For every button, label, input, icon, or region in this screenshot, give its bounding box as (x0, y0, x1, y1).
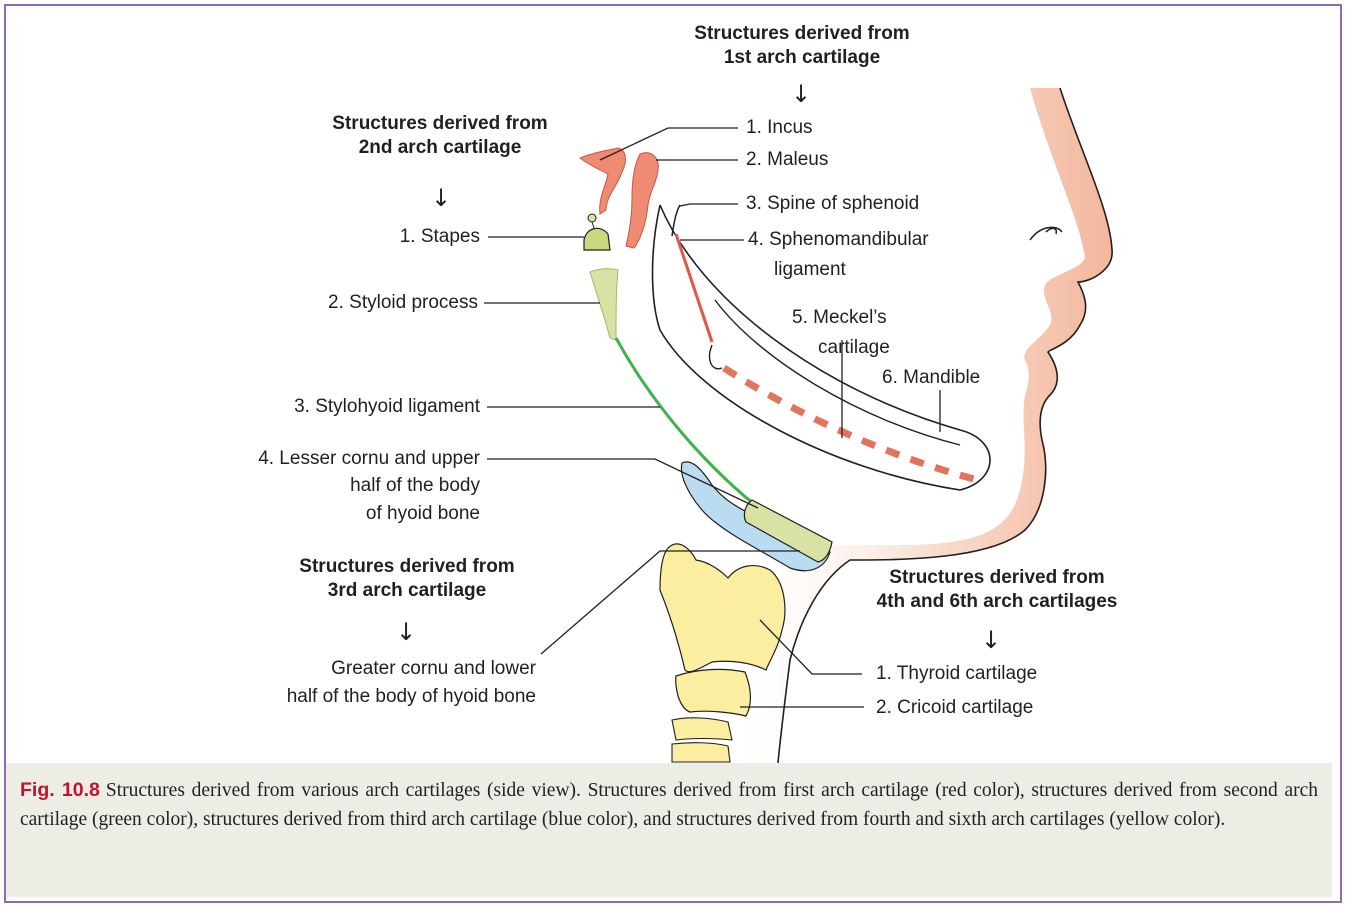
styloid-process (590, 269, 618, 340)
header-third-arch: Structures derived from 3rd arch cartila… (267, 555, 547, 603)
label-mandible: 6. Mandible (882, 366, 980, 390)
stapes (584, 228, 610, 250)
label-greater-cornu: Greater cornu and lower (190, 657, 536, 681)
stapes-stem (592, 222, 594, 228)
label-greater-cornu-line2: half of the body of hyoid bone (190, 685, 536, 709)
header-first-arch: Structures derived from 1st arch cartila… (662, 22, 942, 70)
label-meckels-cartilage: cartilage (818, 336, 890, 360)
stapes-head (588, 214, 596, 222)
spine-of-sphenoid (672, 205, 680, 236)
thyroid-cartilage (660, 544, 785, 672)
label-styloid-process: 2. Styloid process (250, 291, 478, 315)
label-sphenomandibular: 4. Sphenomandibular (748, 228, 929, 252)
label-thyroid-cartilage: 1. Thyroid cartilage (876, 662, 1037, 686)
label-lesser-cornu-line3: of hyoid bone (200, 502, 480, 526)
label-cricoid-cartilage: 2. Cricoid cartilage (876, 696, 1033, 720)
header-second-arch-line2: 2nd arch cartilage (300, 136, 580, 160)
nostril (1030, 227, 1062, 240)
label-maleus: 2. Maleus (746, 148, 828, 172)
header-fourth-sixth-line1: Structures derived from (852, 566, 1142, 590)
tracheal-ring-2 (672, 743, 730, 762)
caption-text: Structures derived from various arch car… (20, 780, 1318, 830)
label-lesser-cornu-line2: half of the body (200, 474, 480, 498)
header-third-arch-line2: 3rd arch cartilage (267, 579, 547, 603)
header-third-arch-line1: Structures derived from (267, 555, 547, 579)
sphenomandibular-ligament (676, 234, 712, 342)
header-fourth-sixth-line2: 4th and 6th arch cartilages (852, 590, 1142, 614)
header-second-arch-line1: Structures derived from (300, 112, 580, 136)
header-second-arch: Structures derived from 2nd arch cartila… (300, 112, 580, 160)
header-fourth-sixth-arch: Structures derived from 4th and 6th arch… (852, 566, 1142, 614)
arrow-first-arch: ↓ (791, 82, 811, 106)
arrow-second-arch: ↓ (431, 186, 451, 210)
label-stapes: 1. Stapes (330, 225, 480, 249)
label-incus: 1. Incus (746, 116, 813, 140)
arrow-fourth-sixth-arch: ↓ (981, 628, 1001, 652)
label-meckels: 5. Meckel’s (792, 306, 887, 330)
header-first-arch-line2: 1st arch cartilage (662, 46, 942, 70)
cricoid-cartilage (676, 669, 751, 716)
lingula-curve (710, 345, 722, 369)
label-spine-of-sphenoid: 3. Spine of sphenoid (746, 192, 919, 216)
incus (580, 148, 625, 214)
label-stylohyoid-ligament: 3. Stylohyoid ligament (220, 395, 480, 419)
header-first-arch-line1: Structures derived from (662, 22, 942, 46)
arrow-third-arch: ↓ (396, 620, 416, 644)
label-sphenomandibular-ligament: ligament (774, 258, 846, 282)
tracheal-ring-1 (672, 718, 732, 740)
maleus (626, 153, 658, 248)
figure-number: Fig. 10.8 (20, 779, 100, 801)
leader-spine (680, 204, 738, 206)
label-lesser-cornu: 4. Lesser cornu and upper (200, 447, 480, 471)
